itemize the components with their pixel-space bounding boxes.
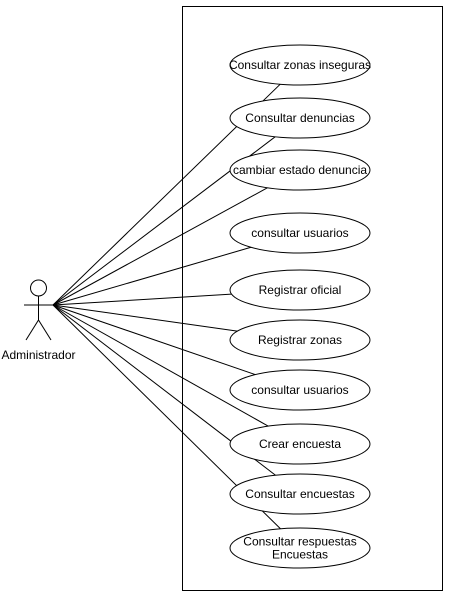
association-line [52,293,232,306]
use-case: Consultar denuncias [229,97,371,139]
use-case-label: Encuestas [272,548,328,562]
use-case-label: Consultar encuestas [245,487,354,501]
actor-right-leg [38,319,52,341]
use-case: Crear encuesta [229,423,371,465]
use-case-ellipse [229,149,371,191]
use-case-label: Crear encuesta [259,437,341,451]
use-case-label: Consultar respuestas [243,535,356,549]
association-line [52,187,268,306]
association-line [52,304,269,427]
use-case-ellipse [229,423,371,465]
use-case-ellipse [229,212,371,254]
use-case: Consultar zonas inseguras [229,44,371,86]
actor-administrador: Administrador [1,279,76,362]
use-case: Consultar encuestas [229,473,371,515]
use-case-label: consultar usuarios [251,226,348,240]
use-case: Registrar zonas [229,319,371,361]
use-case: consultar usuarios [229,212,371,254]
use-case-ellipse [229,369,371,411]
use-case-label: consultar usuarios [251,383,348,397]
actor-head [30,279,47,297]
use-case-label: Registrar zonas [258,333,342,347]
use-case-ellipse [229,473,371,515]
association-line [52,304,256,376]
use-case-label: Consultar zonas inseguras [229,58,371,72]
use-case-label: Registrar oficial [259,283,342,297]
use-case-label: cambiar estado denuncia [233,163,367,177]
use-case-ellipse [229,319,371,361]
use-case: Registrar oficial [229,269,371,311]
use-case-ellipse [229,269,371,311]
use-case-ellipse [229,527,371,569]
actor-left-leg [25,319,39,341]
association-line [52,246,252,306]
use-case: consultar usuarios [229,369,371,411]
use-case-label: Consultar denuncias [245,111,354,125]
association-line [52,304,238,332]
use-case-ellipse [229,44,371,86]
actor-label: Administrador [1,348,75,362]
use-case: cambiar estado denuncia [229,149,371,191]
use-case-ellipse [229,97,371,139]
